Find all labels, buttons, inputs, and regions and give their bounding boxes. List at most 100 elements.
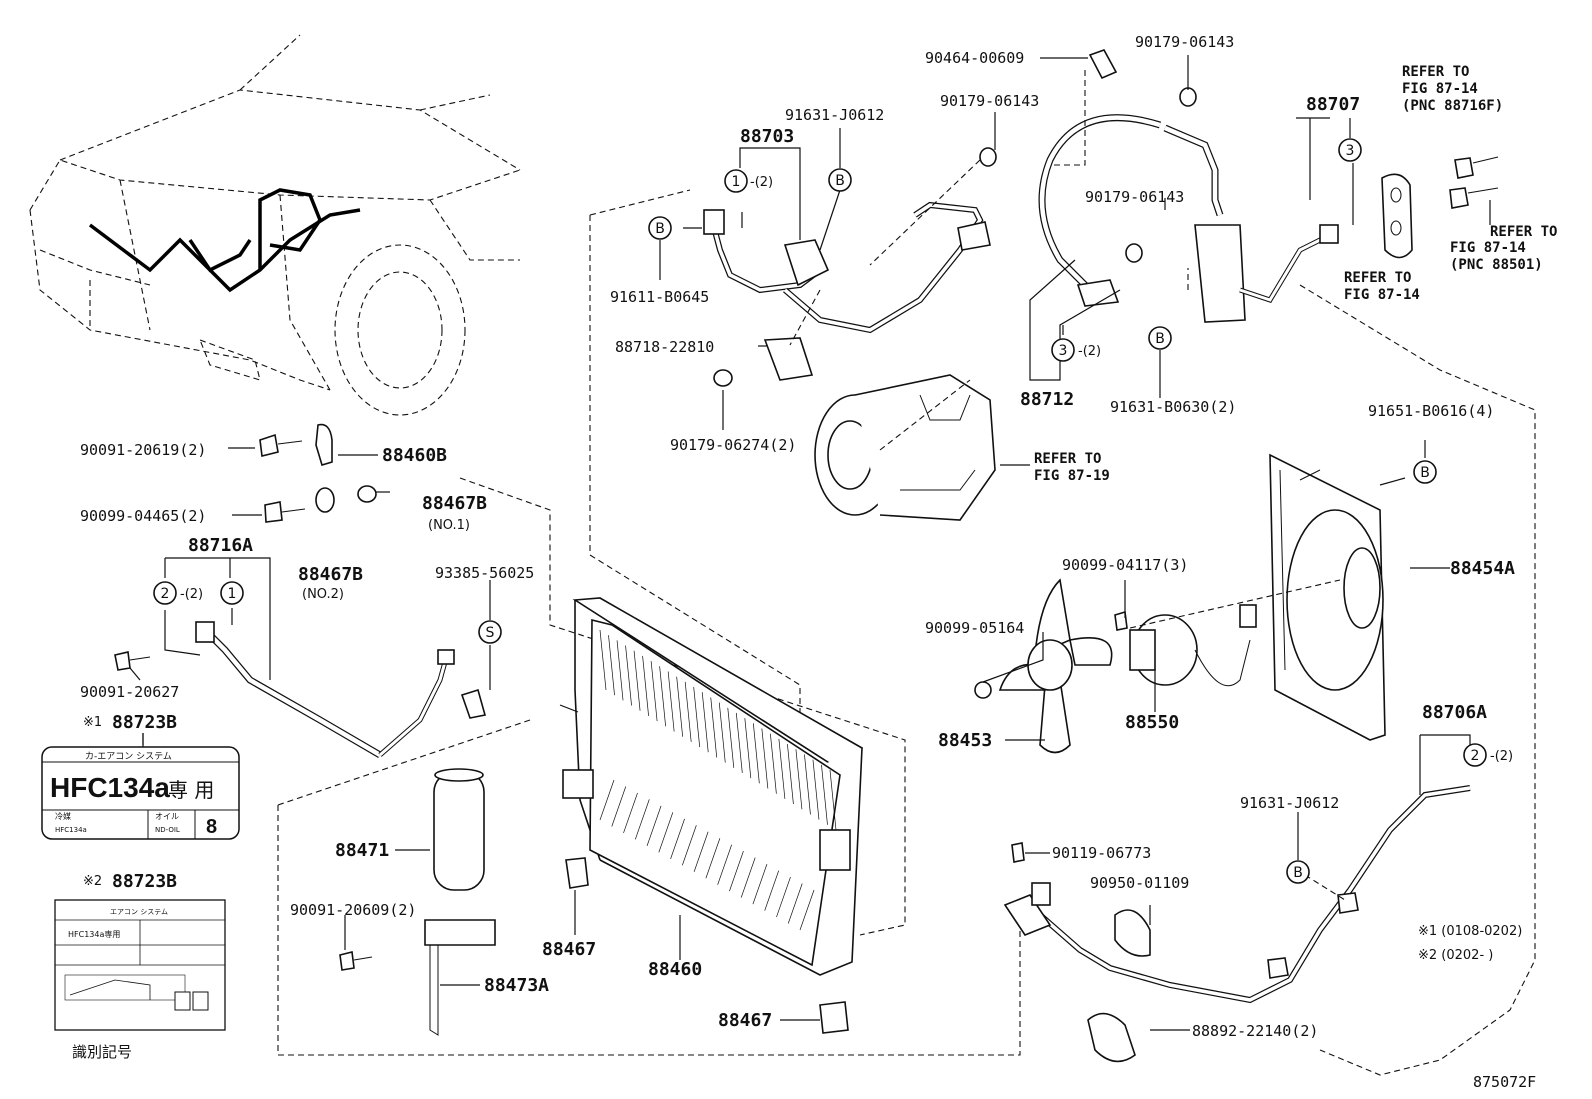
ref-fig-87-14-a-line3: (PNC 88716F): [1402, 98, 1503, 114]
label-88706a: 88706A: [1422, 702, 1487, 723]
condenser-88460: [562, 597, 864, 1034]
label-88454a: 88454A: [1450, 558, 1515, 579]
ref-fig-87-14-b-line1: REFER TO: [1490, 224, 1557, 240]
ref-fig-87-14-a-line2: FIG 87-14: [1402, 81, 1478, 97]
leader-lines: [129, 55, 1491, 1031]
condenser-fin: [821, 764, 828, 825]
note-star2-range: ※2 (0202- ): [1418, 948, 1493, 963]
label-90091-20627: 90091-20627: [80, 683, 179, 701]
condenser-fin: [770, 733, 777, 794]
condenser-fin: [608, 635, 615, 696]
label-90099-05164: 90099-05164: [925, 619, 1024, 637]
condenser-fin: [682, 825, 697, 866]
label-88716a: 88716A: [188, 535, 253, 556]
fan-shroud-88454a: [1269, 453, 1386, 741]
label1-row1-right: 8: [206, 816, 217, 838]
qty-label-3: -(2): [180, 587, 203, 602]
label-90091-20609: 90091-20609(2): [290, 901, 416, 919]
condenser-fin: [829, 769, 837, 831]
condenser-fin: [701, 692, 709, 753]
label-90179-06143-low: 90179-06143: [1085, 188, 1184, 206]
condenser-fin: [787, 744, 794, 805]
label-88703: 88703: [740, 126, 794, 147]
label-88718-22810: 88718-22810: [615, 338, 714, 356]
label-88460: 88460: [648, 959, 702, 980]
caution-label-1: ※1 88723B カ-エアコン システム HFC134a 専 用 冷媒 HFC…: [41, 712, 240, 840]
condenser-fin: [729, 851, 744, 892]
label-88467-bottom: 88467: [718, 1010, 772, 1031]
callout-3-mid: 3: [1059, 343, 1068, 359]
condenser-fin: [623, 792, 638, 834]
label-90091-20619: 90091-20619(2): [80, 441, 206, 459]
label1-main: HFC134a: [50, 772, 170, 803]
callout-b-4: B: [1420, 465, 1430, 481]
condenser-fin: [727, 707, 735, 768]
label-91651-b0616: 91651-B0616(4): [1368, 402, 1494, 420]
label-88712: 88712: [1020, 389, 1074, 410]
label-90119-06773: 90119-06773: [1052, 844, 1151, 862]
label-90099-04117: 90099-04117(3): [1062, 556, 1188, 574]
condenser-fin: [812, 759, 820, 820]
label-88467b-no2-note: (NO.2): [302, 587, 344, 602]
condenser-fin: [667, 671, 675, 732]
callout-1-left: 1: [228, 586, 237, 602]
callout-2-left: 2: [161, 586, 170, 602]
condenser-fin: [693, 831, 709, 872]
label-88707: 88707: [1306, 94, 1360, 115]
callout-2-right: 2: [1471, 748, 1480, 764]
label2-header: エアコン システム: [110, 908, 168, 916]
label-90099-04465: 90099-04465(2): [80, 507, 206, 525]
label1-row1-left: 冷媒: [55, 811, 71, 821]
callout-s: S: [486, 625, 495, 641]
label-88453: 88453: [938, 730, 992, 751]
condenser-fin: [658, 812, 674, 853]
condenser-fin: [646, 805, 662, 846]
condenser-fin: [693, 687, 701, 748]
condenser-fin: [799, 889, 815, 931]
condenser-fin: [616, 640, 624, 701]
condenser-fin: [752, 723, 760, 784]
callout-b-3: B: [1155, 331, 1165, 347]
condenser-fin: [599, 629, 607, 691]
ref-fig-87-14-b-line3: (PNC 88501): [1450, 257, 1543, 273]
ref-fig-87-14-c-line2: FIG 87-14: [1344, 287, 1420, 303]
label2-id-mark: 識別記号: [72, 1043, 132, 1061]
condenser-fin: [634, 799, 650, 840]
condenser-fin: [776, 876, 791, 918]
label-88723b-2: 88723B: [112, 871, 177, 892]
qty-label-1: -(2): [750, 175, 773, 190]
callout-b-2: B: [655, 221, 665, 237]
label-88550: 88550: [1125, 712, 1179, 733]
fan-motor-group: [974, 578, 1341, 754]
label-91631-j0612-top: 91631-J0612: [785, 106, 884, 124]
caution-label-2: ※2 88723B エアコン システム HFC134a専用 識別記号: [54, 871, 226, 1061]
label-91631-j0612-bottom: 91631-J0612: [1240, 794, 1339, 812]
label-88460b: 88460B: [382, 445, 447, 466]
reference-notes: REFER TO FIG 87-14 (PNC 88716F) REFER TO…: [1034, 64, 1557, 484]
condenser-fin: [599, 779, 615, 821]
label-90464-00609: 90464-00609: [925, 49, 1024, 67]
callout-b-5: B: [1293, 865, 1303, 881]
ref-fig-87-19-line1: REFER TO: [1034, 451, 1101, 467]
ref-fig-87-14-a-line1: REFER TO: [1402, 64, 1469, 80]
condenser-fin: [717, 844, 732, 885]
condenser-fin: [804, 754, 811, 815]
callout-1-top: 1: [732, 174, 741, 190]
condenser-fin: [744, 718, 752, 779]
condenser-fin: [642, 655, 649, 716]
label-90179-06143-mid: 90179-06143: [940, 92, 1039, 110]
condenser-fin: [778, 738, 786, 799]
condenser-fin: [611, 786, 627, 827]
label1-star: ※1: [83, 715, 102, 730]
condenser-fin: [740, 857, 756, 898]
condenser-fin: [764, 870, 780, 911]
label-88467b-no2: 88467B: [298, 564, 363, 585]
label-88471: 88471: [335, 840, 389, 861]
condenser-fin: [787, 883, 803, 924]
ref-fig-87-19-line2: FIG 87-19: [1034, 468, 1110, 484]
label-88467b-no1-note: (NO.1): [428, 518, 470, 533]
pipe-88706a-group: [1003, 785, 1471, 1063]
label-90179-06274: 90179-06274(2): [670, 436, 796, 454]
condenser-fin: [705, 838, 721, 879]
